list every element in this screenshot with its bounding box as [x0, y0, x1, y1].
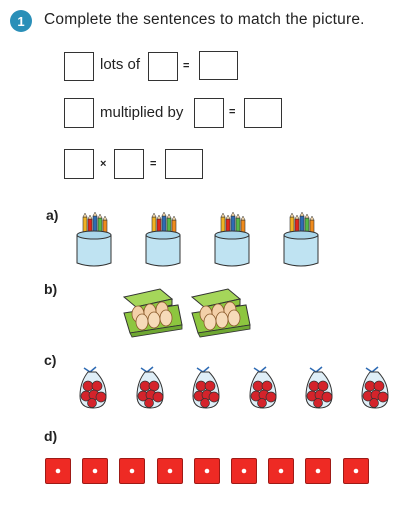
answer-box-1b[interactable] — [148, 52, 178, 81]
dice-block-6 — [231, 458, 257, 484]
dice-block-9 — [342, 458, 369, 484]
answer-box-1c[interactable] — [199, 51, 238, 80]
times-sign: × — [100, 158, 107, 170]
dice-block-8 — [305, 458, 332, 484]
answer-box-3c[interactable] — [165, 149, 203, 179]
part-c-label: c) — [44, 352, 57, 368]
ball-bag-6 — [361, 366, 389, 409]
part-d-label: d) — [44, 428, 58, 444]
pencil-pot-3 — [214, 211, 250, 267]
answer-box-2b[interactable] — [194, 98, 224, 128]
ball-bag-4 — [249, 366, 277, 409]
answer-box-2a[interactable] — [64, 98, 94, 128]
dice-block-3 — [119, 458, 146, 484]
question-number-badge: 1 — [10, 10, 32, 32]
ball-bag-2 — [136, 366, 164, 409]
equals-sign-1: = — [183, 60, 190, 72]
lots-of-label: lots of — [100, 56, 141, 73]
question-instruction: Complete the sentences to match the pict… — [44, 11, 365, 28]
ball-bag-5 — [305, 366, 333, 409]
answer-box-2c[interactable] — [244, 98, 282, 128]
part-a-label: a) — [46, 207, 59, 223]
ball-bag-1 — [79, 366, 107, 409]
egg-box-2 — [190, 288, 251, 338]
dice-block-4 — [156, 458, 183, 484]
part-b-label: b) — [44, 281, 58, 297]
pencil-pot-1 — [76, 211, 112, 267]
egg-box-1 — [122, 288, 183, 338]
pencil-pot-4 — [283, 211, 319, 267]
pencil-pot-2 — [145, 211, 181, 267]
dice-block-2 — [82, 458, 109, 484]
equals-sign-2: = — [229, 106, 236, 118]
dice-block-1 — [45, 458, 71, 484]
equals-sign-3: = — [150, 158, 157, 170]
answer-box-3b[interactable] — [114, 149, 144, 179]
dice-block-5 — [193, 458, 220, 484]
answer-box-1a[interactable] — [64, 52, 94, 81]
dice-block-7 — [268, 458, 295, 484]
answer-box-3a[interactable] — [64, 149, 94, 179]
multiplied-by-label: multiplied by — [100, 104, 184, 121]
ball-bag-3 — [192, 366, 220, 409]
